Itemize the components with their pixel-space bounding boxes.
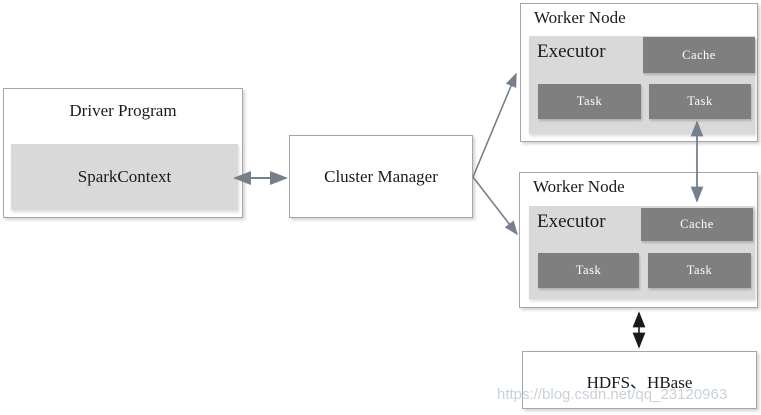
cluster-manager-box: Cluster Manager — [289, 135, 473, 218]
worker-node-bottom-title: Worker Node — [533, 177, 625, 196]
arrow-clustermanager-workernode-bottom — [472, 176, 518, 236]
storage-title: HDFS、HBase — [586, 372, 693, 392]
spark-context-label: SparkContext — [77, 167, 172, 186]
worker-node-top-box: Worker Node Executor Cache Task Task — [520, 3, 758, 142]
worker-node-bottom-box: Worker Node Executor Cache Task Task — [519, 172, 758, 308]
task-label: Task — [687, 94, 713, 108]
worker-node-bottom-executor-label: Executor — [537, 211, 606, 232]
spark-context-box: SparkContext — [11, 144, 238, 210]
worker-node-top-executor-label: Executor — [537, 41, 606, 62]
worker-node-bottom-cache-box: Cache — [641, 208, 753, 241]
storage-box: HDFS、HBase — [522, 351, 757, 409]
driver-program-box: Driver Program SparkContext — [3, 88, 243, 218]
arrow-clustermanager-workernode-top — [472, 72, 517, 178]
worker-node-top-task2-box: Task — [649, 84, 751, 119]
task-label: Task — [575, 263, 602, 277]
cluster-manager-title: Cluster Manager — [324, 166, 438, 186]
worker-node-top-executor-box: Executor Cache Task Task — [529, 36, 755, 134]
worker-node-top-task1-box: Task — [538, 84, 641, 119]
cache-label: Cache — [680, 217, 714, 231]
worker-node-top-title: Worker Node — [534, 8, 626, 27]
driver-program-title: Driver Program — [69, 101, 177, 120]
worker-node-bottom-executor-box: Executor Cache Task Task — [529, 206, 755, 299]
watermark-text: https://blog.csdn.net/qq_23120963 — [497, 386, 728, 403]
cache-label: Cache — [682, 47, 716, 62]
worker-node-top-cache-box: Cache — [643, 37, 755, 73]
worker-node-bottom-task2-box: Task — [648, 253, 751, 288]
task-label: Task — [576, 94, 603, 108]
task-label: Task — [686, 263, 713, 277]
worker-node-bottom-task1-box: Task — [538, 253, 639, 288]
